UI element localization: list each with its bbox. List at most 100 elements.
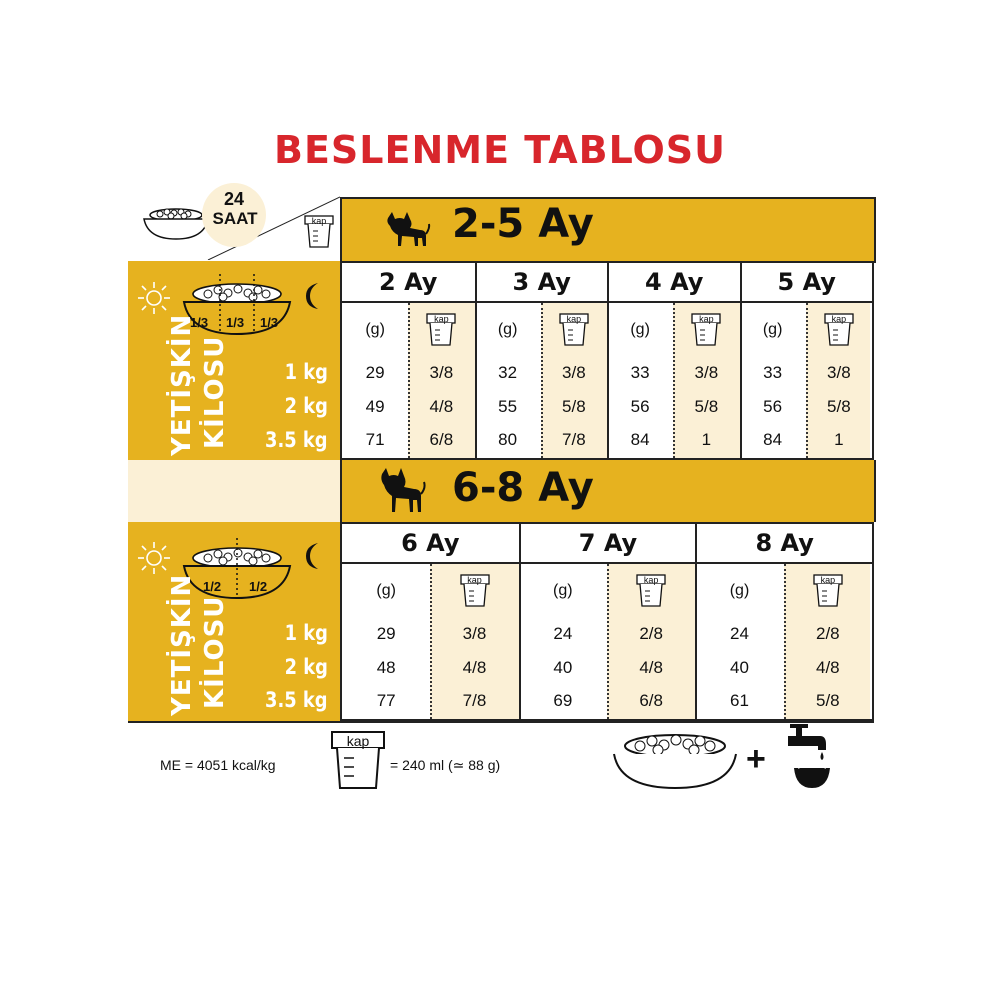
column-separator (739, 303, 742, 460)
cups-value: 3/8 (429, 363, 454, 382)
grams-value: 40 (553, 658, 573, 677)
header-legend: 24 SAAT kap (128, 183, 340, 260)
weight-2kg-s2: 2 kg (284, 655, 328, 679)
cups-value: 3/8 (562, 363, 586, 382)
age-header: 5 Ay (739, 263, 872, 303)
hours-label: SAAT (212, 209, 258, 228)
cup-icon (813, 574, 843, 607)
dotted-divider (607, 564, 609, 719)
header-divider (207, 196, 340, 260)
weight-3-5kg: 3.5 kg (265, 428, 328, 452)
cup-icon (426, 313, 457, 346)
weight-3-5kg-s2: 3.5 kg (265, 688, 328, 712)
bowl-half-1: 1/2 (203, 579, 222, 594)
weight-label-line2-s2: KİLOSU (200, 595, 230, 709)
grams-value: 49 (365, 397, 385, 416)
grams-unit-label: (g) (553, 582, 573, 599)
weight-label-line1-s2: YETİŞKİN (167, 573, 197, 716)
age-header: 7 Ay (518, 524, 696, 564)
cup-icon (691, 313, 722, 346)
cup-icon-label: kap (467, 575, 482, 585)
cup-icon (824, 313, 854, 346)
cups-value: 4/8 (816, 658, 840, 677)
water-tap-icon (788, 724, 830, 788)
age-header: 8 Ay (695, 524, 872, 564)
cups-value: 7/8 (562, 430, 586, 449)
hours-badge (202, 183, 266, 247)
section2-title-band (340, 460, 876, 522)
cup-measure-label: kap (346, 733, 370, 749)
grams-value: 29 (365, 363, 385, 382)
moon-icon-2 (306, 543, 318, 569)
halved-bowl-icon (182, 538, 292, 600)
cup-equivalence: = 240 ml (≃ 88 g) (390, 757, 501, 773)
column-separator (474, 303, 477, 460)
cups-value: 2/8 (816, 624, 840, 643)
grams-value: 84 (630, 430, 650, 449)
dotted-divider (430, 564, 433, 719)
grams-value: 84 (763, 430, 783, 449)
weight-label-line2: KİLOSU (200, 335, 230, 449)
bowl-fraction-1: 1/3 (190, 315, 209, 330)
grams-value: 24 (553, 624, 573, 643)
grams-value: 61 (730, 691, 749, 710)
dotted-divider (783, 564, 786, 719)
cups-value: 1 (834, 430, 844, 449)
grams-unit-label: (g) (497, 321, 518, 338)
cups-value: 6/8 (639, 691, 663, 710)
cups-value: 3/8 (462, 624, 487, 643)
grams-unit-label: (g) (729, 582, 750, 599)
grams-value: 55 (498, 397, 518, 416)
grams-value: 56 (630, 397, 650, 416)
cups-value: 2/8 (639, 624, 663, 643)
grams-value: 69 (553, 691, 573, 710)
grams-unit-label: (g) (376, 582, 396, 599)
column-separator (607, 303, 609, 460)
cup-measure-icon (331, 731, 385, 789)
grams-unit-label: (g) (762, 321, 783, 338)
cup-icon (559, 313, 589, 346)
cups-value: 4/8 (429, 397, 454, 416)
bowl-fraction-3: 1/3 (260, 315, 279, 330)
weight-2kg: 2 kg (284, 394, 328, 418)
grams-value: 24 (730, 624, 749, 643)
age-header: 3 Ay (474, 263, 607, 303)
cup-icon (459, 574, 490, 607)
sun-icon (138, 282, 170, 314)
age-header: 2 Ay (342, 263, 475, 303)
cups-value: 1 (701, 430, 712, 449)
age-header: 6 Ay (342, 524, 519, 564)
plus-sign: + (746, 740, 766, 778)
grams-value: 29 (376, 624, 396, 643)
grams-value: 40 (730, 658, 749, 677)
grams-unit-label: (g) (630, 321, 650, 338)
cup-icon-label: kap (434, 314, 449, 324)
grams-value: 33 (763, 363, 783, 382)
cup-icon (636, 574, 666, 607)
cups-value: 6/8 (429, 430, 454, 449)
section1-title-band (340, 197, 876, 263)
section-separator (128, 460, 340, 522)
weight-1kg-s2: 1 kg (284, 621, 328, 645)
adult-dog-icon (381, 468, 426, 512)
grams-value: 32 (498, 363, 518, 382)
dotted-divider (540, 303, 543, 458)
weight-label-line1: YETİŞKİN (167, 313, 197, 456)
dotted-divider (805, 303, 808, 458)
column-separator (518, 564, 521, 721)
food-bowl-icon (143, 208, 209, 240)
cups-value: 7/8 (462, 691, 487, 710)
cups-value: 4/8 (639, 658, 663, 677)
moon-icon (306, 283, 318, 309)
weight-1kg: 1 kg (284, 360, 328, 384)
cups-value: 5/8 (827, 397, 851, 416)
cups-value: 5/8 (816, 691, 840, 710)
cups-value: 5/8 (562, 397, 586, 416)
cup-icon-label: kap (820, 575, 836, 585)
cup-icon-label: kap (311, 216, 327, 226)
cup-icon-label: kap (831, 314, 847, 324)
cups-value: 3/8 (694, 363, 719, 382)
cup-icon-label: kap (699, 314, 714, 324)
grams-value: 33 (630, 363, 650, 382)
section2-title: 6-8 Ay (452, 465, 594, 511)
